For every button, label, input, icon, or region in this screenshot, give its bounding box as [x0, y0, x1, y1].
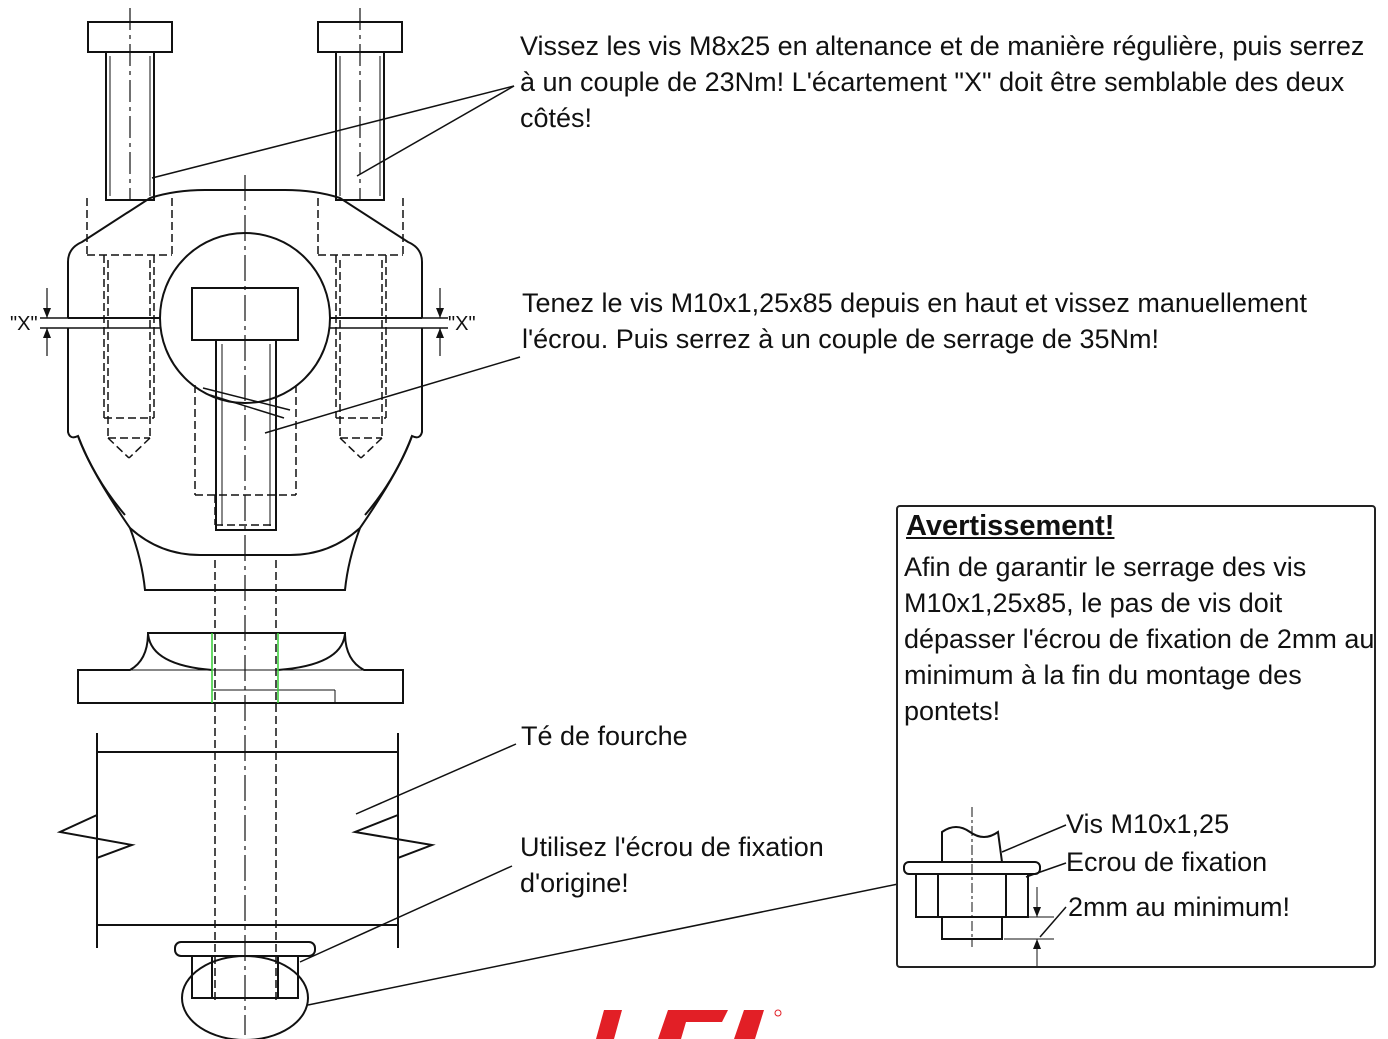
instruction-nut: Utilisez l'écrou de fixation d'origine! [520, 829, 824, 901]
instruction-bolt: Tenez le vis M10x1,25x85 depuis en haut … [522, 288, 1307, 354]
callout-min: 2mm au minimum! [1068, 892, 1291, 922]
warning-body: Afin de garantir le serrage des vis M10x… [904, 552, 1375, 726]
instruction-nut-line2: d'origine! [520, 868, 629, 898]
callout-nut: Ecrou de fixation [1066, 847, 1268, 877]
clamp-lower [67, 328, 423, 591]
right-bolt-m8 [317, 8, 403, 201]
warning-box: Avertissement! Afin de garantir le serra… [896, 505, 1376, 968]
callout-screw: Vis M10x1,25 [1066, 809, 1230, 839]
center-bolt-m10 [191, 287, 299, 531]
instruction-nut-line1: Utilisez l'écrou de fixation [520, 832, 824, 862]
instruction-screws: Vissez les vis M8x25 en altenance et de … [520, 31, 1365, 133]
label-fork-crown: Té de fourche [521, 721, 688, 751]
warning-title: Avertissement! [906, 510, 1115, 542]
gap-label-right: "X" [448, 313, 476, 335]
flange-nut [174, 941, 316, 1039]
fork-crown [56, 733, 436, 948]
spacer-part [77, 632, 404, 704]
clamp-upper [40, 189, 448, 404]
left-bolt-m8 [87, 8, 173, 201]
leader-lines [151, 85, 899, 1006]
gap-label-left: "X" [10, 313, 38, 335]
nut-detail-drawing [903, 807, 1067, 966]
brand-logo [596, 1009, 782, 1039]
